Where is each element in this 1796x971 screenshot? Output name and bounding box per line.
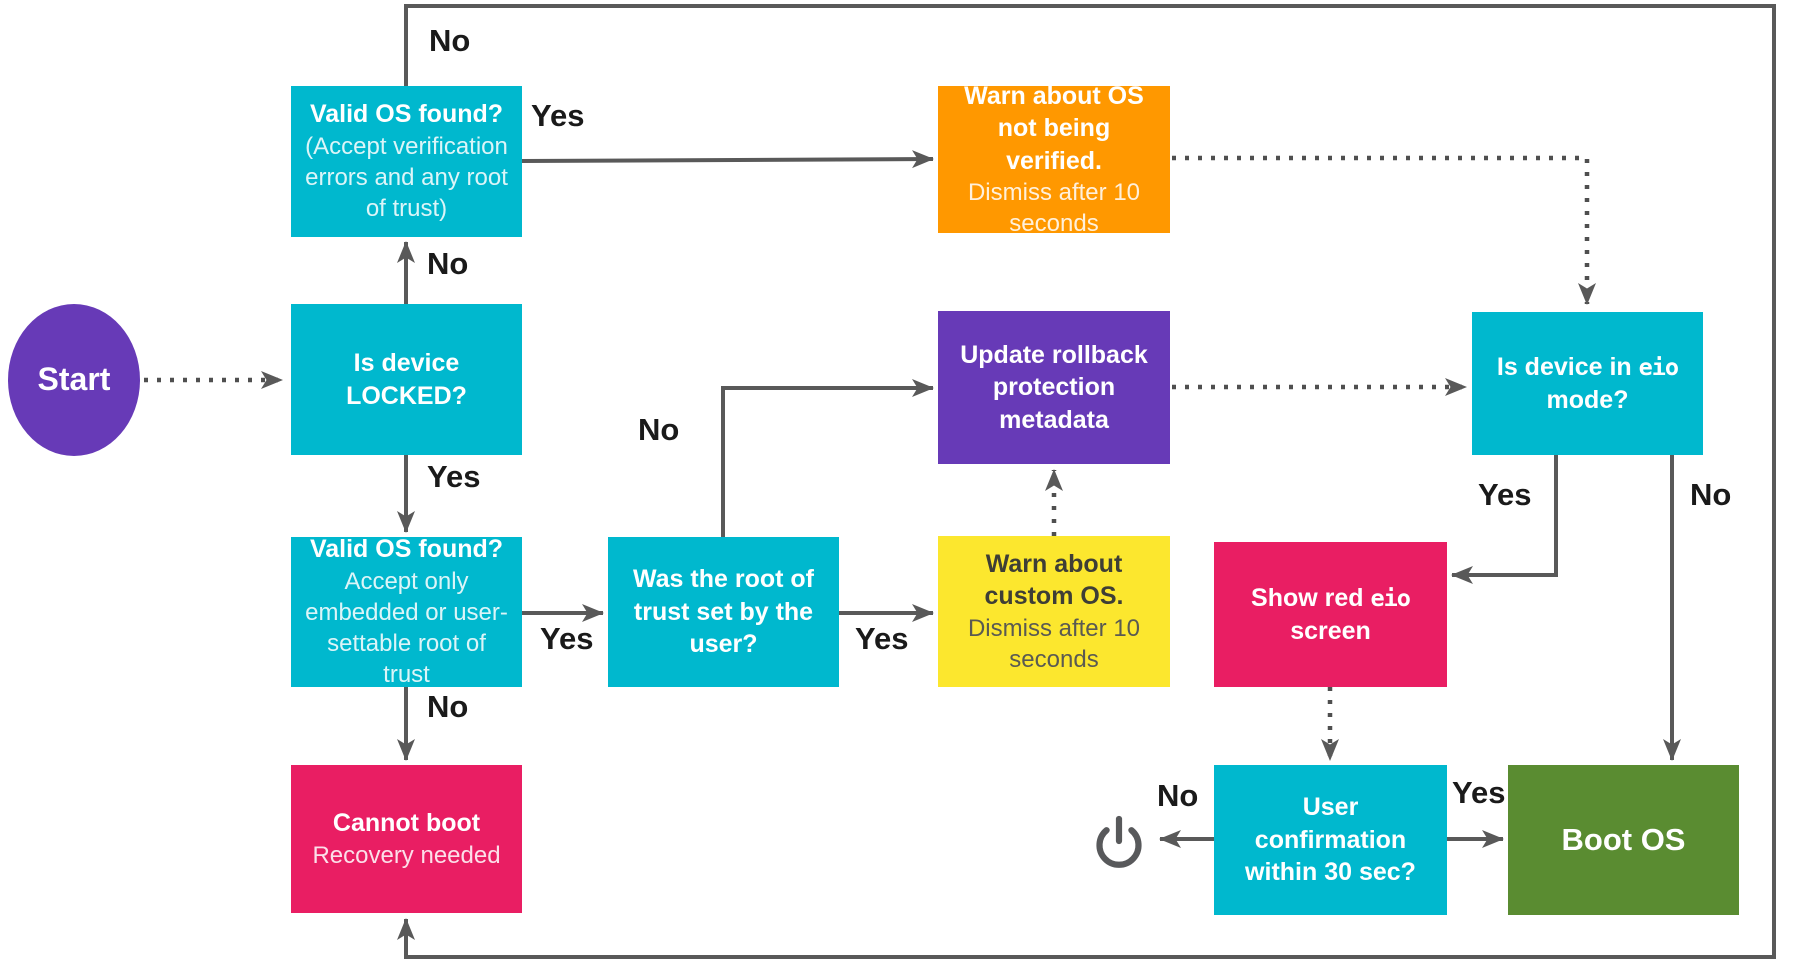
node-valid-os-found-unlocked: Valid OS found? Accept only embedded or … — [291, 535, 522, 688]
node-title: User confirmation within 30 sec? — [1245, 793, 1416, 887]
node-title: Boot OS — [1561, 821, 1686, 857]
edge-label-yes-warn: Yes — [531, 98, 585, 133]
edge-eio-yes — [1451, 455, 1558, 584]
node-subtitle: Dismiss after 10 seconds — [967, 614, 1141, 673]
node-subtitle: (Accept verification errors and any root… — [305, 132, 508, 223]
edge-label-no-eio: No — [1690, 477, 1732, 512]
power-icon — [1090, 812, 1148, 870]
node-title: Warn about OS not being verified. — [964, 81, 1144, 175]
node-title: Is device in eio mode? — [1496, 353, 1679, 414]
edge-label-yes-locked: Yes — [427, 459, 481, 494]
edge-warn-to-eio — [1172, 155, 1596, 305]
node-title: Warn about custom OS. — [984, 549, 1124, 611]
node-valid-os-found-locked: Valid OS found? (Accept verification err… — [291, 86, 522, 237]
edge-label-no-wasroot: No — [638, 412, 680, 447]
node-title: Update rollback protection metadata — [960, 340, 1148, 434]
edge-label-no-confirmation: No — [1157, 778, 1199, 813]
node-start: Start — [8, 304, 140, 456]
edge-label-no-loop: No — [429, 23, 471, 58]
node-show-red-eio-screen: Show red eio screen — [1214, 542, 1447, 687]
node-is-device-in-eio-mode: Is device in eio mode? — [1472, 312, 1703, 455]
edge-label-no-validos: No — [427, 689, 469, 724]
node-title: Valid OS found? — [309, 535, 504, 564]
start-label: Start — [37, 361, 111, 398]
edge-label-no-locked: No — [427, 246, 469, 281]
node-is-device-locked: Is device LOCKED? — [291, 304, 522, 455]
node-boot-os: Boot OS — [1508, 765, 1739, 915]
edge-wasroot-no — [721, 379, 934, 537]
node-subtitle: Dismiss after 10 seconds — [967, 179, 1141, 238]
edge-label-yes-validos: Yes — [540, 621, 594, 656]
node-title: Was the root of trust set by the user? — [632, 565, 814, 659]
node-cannot-boot: Cannot boot Recovery needed — [291, 765, 522, 913]
node-subtitle: Recovery needed — [312, 841, 501, 869]
edge-no-loop-to-cannot-boot — [397, 4, 1776, 959]
node-was-root-of-trust-user: Was the root of trust set by the user? — [608, 537, 839, 687]
node-update-rollback-metadata: Update rollback protection metadata — [938, 311, 1170, 464]
node-user-confirmation: User confirmation within 30 sec? — [1214, 765, 1447, 915]
edge-label-yes-confirmation: Yes — [1452, 775, 1506, 810]
node-warn-custom-os: Warn about custom OS. Dismiss after 10 s… — [938, 536, 1170, 687]
node-title: Valid OS found? — [309, 100, 504, 129]
edge-label-yes-wasroot: Yes — [855, 621, 909, 656]
node-warn-os-not-verified: Warn about OS not being verified. Dismis… — [938, 82, 1170, 237]
node-title: Cannot boot — [332, 809, 481, 838]
edge-label-yes-eio: Yes — [1478, 477, 1532, 512]
node-title: Show red eio screen — [1251, 584, 1411, 645]
node-subtitle: Accept only embedded or user-settable ro… — [305, 567, 508, 689]
edge-validos-locked-yes — [521, 150, 934, 169]
node-title: Is device LOCKED? — [346, 349, 467, 410]
